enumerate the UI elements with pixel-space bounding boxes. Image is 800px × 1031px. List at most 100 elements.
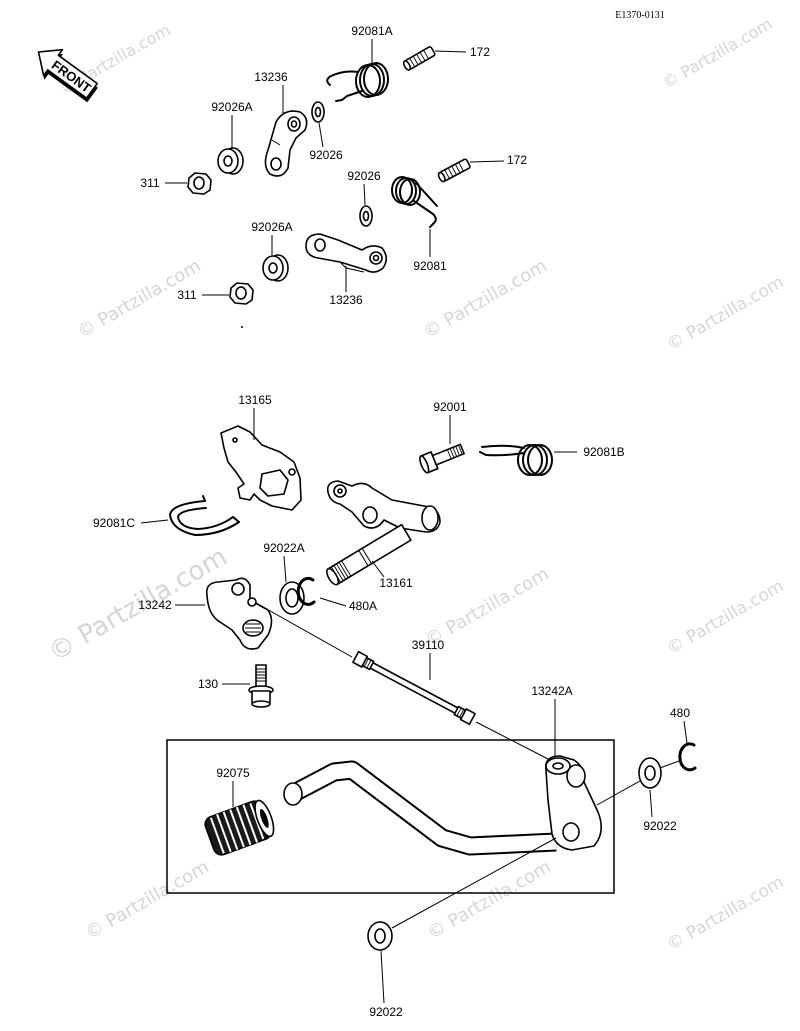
washer-92022-right [638,757,662,789]
washer-92026-lower [359,205,373,227]
leader-line [319,597,347,607]
washer-hole [374,928,386,944]
shift-arm-13242 [205,577,273,650]
plate-hole [232,437,238,443]
assembly-guide-line [659,760,680,769]
pedal-tip [283,782,303,806]
callout-label: 92081A [351,24,392,38]
shaft-step [358,548,372,567]
pin-172-upper [402,46,436,71]
assembly-guide-line [255,602,353,658]
washer-hole [223,155,233,167]
nut-hole [235,286,247,300]
watermark-text: © Partzilla.com [664,872,788,955]
callout-label: 92026 [309,148,343,162]
pedal-pivot-arm [544,755,602,851]
bolt-head-base [251,700,271,708]
rod-body [365,660,463,716]
assembly-guide-line [596,780,641,806]
callout-label: 92022 [643,819,677,833]
leader-line [434,50,467,53]
lever-plate [305,233,388,273]
callout-label: 13165 [238,393,272,407]
callout-label: 92075 [216,766,250,780]
leader-line [683,720,688,744]
shift-pedal-13242a [283,755,602,856]
nut-311-lower [229,282,254,305]
washer-hole [644,765,656,781]
assembly-guide-line [475,721,551,761]
washer-hole [268,262,278,274]
bolt-130 [248,664,274,708]
callout-label: 13236 [254,70,288,84]
callout-label: 480 [670,706,690,720]
washer-hole [285,588,299,608]
shaft-arm-hole [337,488,343,494]
spring-coil [399,178,421,206]
callout-label: 92026A [251,220,292,234]
callout-label: 311 [140,176,159,190]
callout-label: 13236 [329,293,363,307]
clip-outer [169,500,240,536]
shaft-end [326,567,340,586]
spring-arm [326,70,359,86]
plate-13165 [220,425,302,511]
callout-label: 92081 [413,259,447,273]
arm-ball-joint [247,597,257,607]
leader-line [363,183,366,206]
leader-line [318,122,324,148]
bolt-92001 [419,443,465,474]
diagram-code: E1370-0131 [615,10,664,21]
callout-label: 13161 [379,576,413,590]
rod-end-right [459,708,476,726]
pedal-boss-hole [552,762,564,770]
circlip-ring [678,742,697,772]
pedal-bar [292,762,557,854]
lever-hole [270,157,282,171]
bolt-head-face [419,455,430,474]
bolt-shank [431,443,465,466]
pedal-rubber-92075 [204,799,275,856]
pin-threads [409,49,429,68]
spring-coil [395,177,417,205]
spring-92081 [391,176,438,228]
arm-splines [245,623,261,633]
lever-hole [314,238,326,252]
watermark-text: © Partzilla.com [82,856,213,944]
shaft-body [326,523,412,586]
callout-label: 39110 [412,638,445,652]
pin-172-lower [437,158,471,183]
spring-coil [517,444,543,476]
arm-hole [231,582,245,596]
front-arrow-body [37,48,98,99]
nut-hole [193,176,205,190]
callout-label: 13242A [531,684,572,698]
leader-line [380,950,385,1004]
spring-coil [363,62,389,96]
lever-13236-lower [305,233,388,273]
spring-arm [413,200,437,228]
lever-hole [372,254,380,262]
washer-92026a-lower [262,254,289,282]
callout-label: 172 [507,153,527,167]
bolt-threads [256,668,266,682]
watermark-text: © Partzilla.com [659,14,775,92]
leader-line [469,160,505,163]
spring-92081a [326,62,389,102]
callout-label: 13242 [138,598,172,612]
callout-label: 92081C [93,516,135,530]
spring-arm [481,444,525,449]
circlip-ring [296,576,316,606]
spring-92081b [479,444,553,476]
print-speck [241,326,243,328]
pedal-pivot-hole [562,822,580,842]
washer-hole [362,210,370,222]
callout-label: 130 [198,677,218,691]
spring-coil [527,444,553,476]
rubber-ribs [209,802,265,854]
pin-end [437,171,446,183]
shaft-hub [421,505,439,531]
callout-label: 92026A [211,100,252,114]
lever-13236-upper [264,110,308,177]
